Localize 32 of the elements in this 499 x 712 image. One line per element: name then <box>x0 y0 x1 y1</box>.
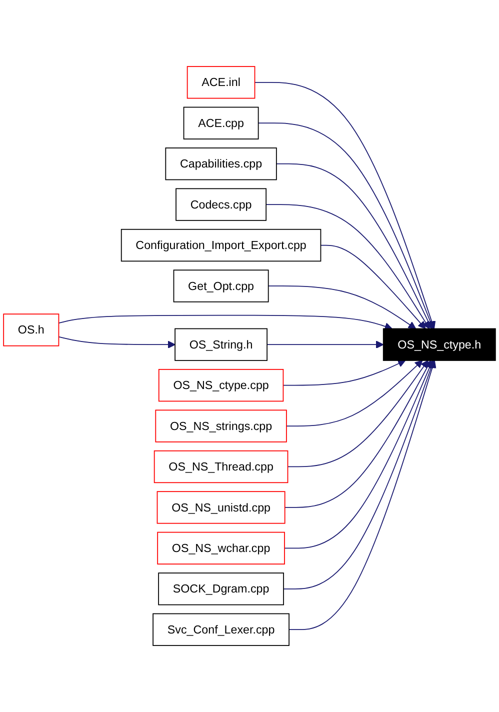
arrow <box>254 82 436 330</box>
file-box: OS_NS_strings.cpp <box>155 410 287 442</box>
file-box: OS_NS_Thread.cpp <box>154 450 288 484</box>
arrow <box>288 360 436 630</box>
arrow <box>284 360 434 549</box>
arrow <box>287 360 428 468</box>
file-box: ACE.inl <box>186 66 256 99</box>
arrow <box>258 122 434 330</box>
arrow <box>58 336 176 349</box>
file-box: OS_NS_ctype.cpp <box>158 368 284 402</box>
file-box: Codecs.cpp <box>176 188 267 221</box>
file-box: OS_NS_unistd.cpp <box>156 491 286 524</box>
file-box: OS_NS_wchar.cpp <box>157 532 285 564</box>
arrow <box>284 360 432 508</box>
file-box: ACE.cpp <box>183 106 259 140</box>
file-box: Get_Opt.cpp <box>173 270 269 302</box>
arrow <box>276 163 432 330</box>
file-box: Capabilities.cpp <box>165 148 277 180</box>
arrow <box>268 286 416 330</box>
file-box: Svc_Conf_Lexer.cpp <box>152 613 290 646</box>
arrow <box>286 360 423 426</box>
file-box: SOCK_Dgram.cpp <box>158 572 284 606</box>
file-box: OS_NS_ctype.h <box>382 328 496 361</box>
file-box: OS.h <box>3 314 60 346</box>
file-box: Configuration_Import_Export.cpp <box>120 228 322 262</box>
arrow <box>266 340 384 349</box>
arrow <box>282 360 406 386</box>
arrow <box>266 204 430 330</box>
file-box: OS_String.h <box>174 328 268 361</box>
arrow <box>283 360 436 590</box>
arrow <box>320 244 426 330</box>
arrow <box>58 314 392 330</box>
